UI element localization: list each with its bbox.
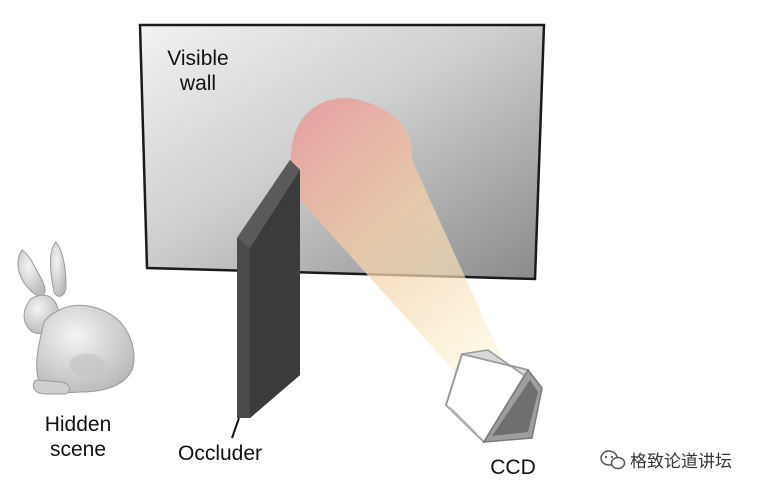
hidden-scene-label-line1: Hidden — [44, 413, 112, 436]
occluder-pointer — [231, 417, 240, 439]
occluder-label: Occluder — [177, 442, 263, 465]
watermark-text: 格致论道讲坛 — [630, 451, 732, 472]
visible-wall-label: Visible wall — [152, 46, 244, 96]
hidden-scene-label-line2: scene — [49, 438, 107, 461]
occluder — [231, 160, 300, 439]
hidden-scene-label: Hidden scene — [28, 412, 128, 462]
visible-wall-label-line2: wall — [179, 72, 217, 95]
bunny-model — [17, 241, 135, 395]
light-beam — [290, 97, 505, 372]
watermark: 格致论道讲坛 — [598, 447, 732, 472]
wechat-icon — [600, 450, 626, 470]
ccd-label: CCD — [490, 456, 536, 479]
visible-wall-label-line1: Visible — [167, 47, 229, 70]
ccd-camera — [444, 349, 543, 444]
